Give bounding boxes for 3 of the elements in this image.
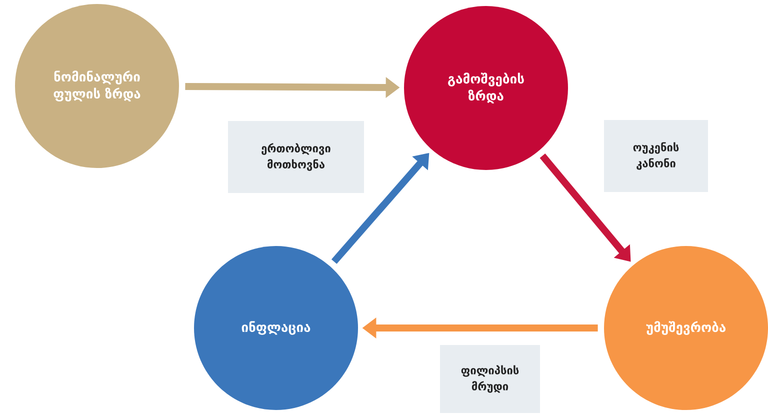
label-box: ფილიპსის მრუდი	[440, 345, 540, 413]
label-box: ერთობლივი მოთხოვნა	[228, 121, 364, 193]
label-box: ოუკენის კანონი	[604, 120, 708, 192]
